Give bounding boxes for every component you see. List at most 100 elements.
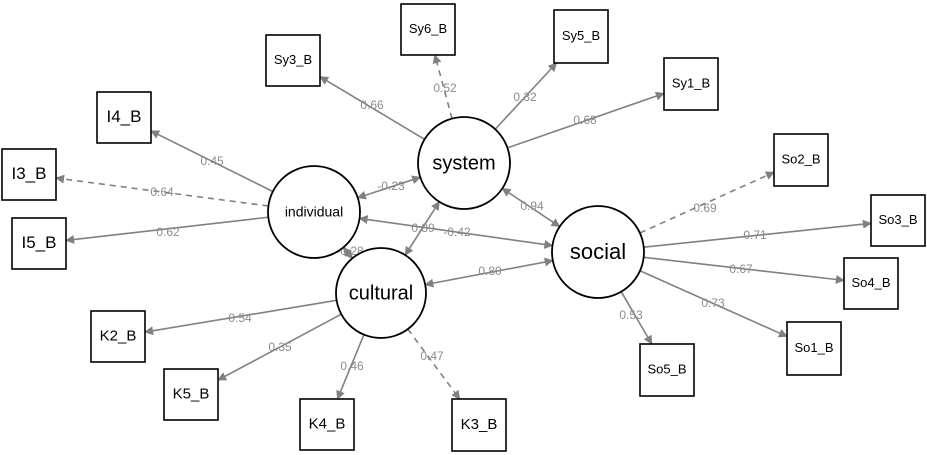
covariance-coefficient-system-cultural: 0.89 [411, 221, 435, 235]
indicator-box [843, 257, 899, 310]
latent-node-system: system [417, 116, 511, 210]
loading-arrow-individual-i5-b [65, 216, 269, 244]
loading-arrow-social-so5-b [620, 291, 653, 345]
indicator-node-i3-b: I3_B [1, 148, 57, 201]
indicator-node-sy5-b: Sy5_B [553, 9, 609, 64]
indicator-label: I5_B [22, 233, 57, 252]
indicator-label: So4_B [851, 275, 890, 290]
loading-coefficient-sy5-b: 0.32 [513, 90, 537, 104]
indicator-box [663, 57, 719, 111]
indicator-node-i5-b: I5_B [11, 217, 67, 270]
indicator-box [786, 321, 842, 376]
indicator-node-k4-b: K4_B [299, 398, 355, 451]
latent-label: individual [285, 204, 343, 220]
loading-coefficient-i3-b: 0.64 [150, 185, 174, 199]
loading-arrow-cultural-k3-b [407, 328, 461, 400]
indicator-box [11, 217, 67, 270]
latent-circle [551, 205, 645, 299]
indicator-label: K4_B [309, 415, 346, 432]
indicator-label: K3_B [461, 416, 498, 433]
loading-arrow-system-sy1-b [507, 91, 665, 149]
nodes-layer: Sy3_B Sy6_B Sy5_B Sy1_B I4_B I3_B I5_B So2_B So3… [1, 3, 926, 452]
covariance-coefficient-cultural-social: 0.80 [478, 264, 502, 278]
loading-coefficient-k3-b: 0.47 [420, 349, 444, 363]
latent-circle [267, 165, 361, 259]
indicator-label: K5_B [173, 385, 210, 402]
indicator-node-so4-b: So4_B [843, 257, 899, 310]
indicator-label: So3_B [878, 212, 917, 227]
indicator-label: I4_B [107, 107, 142, 126]
indicator-box [96, 91, 152, 144]
indicator-node-so1-b: So1_B [786, 321, 842, 376]
indicator-label: I3_B [12, 164, 47, 183]
covariance-coefficient-system-individual: -0.23 [377, 179, 405, 193]
indicator-node-so5-b: So5_B [639, 343, 695, 397]
loading-coefficient-sy6-b: 0.52 [433, 81, 457, 95]
indicator-label: Sy3_B [274, 52, 312, 67]
indicator-label: Sy6_B [409, 21, 447, 36]
coefficients-layer: 0.66 0.52 0.32 0.68 0.45 0.64 0.62 0.69 0.71 0.67… [150, 81, 767, 373]
loading-arrow-social-so3-b [643, 219, 872, 248]
covariance-arrow-system-individual [356, 175, 422, 200]
indicator-node-so2-b: So2_B [773, 133, 829, 187]
latent-circle [417, 116, 511, 210]
indicator-box [265, 34, 321, 87]
loading-coefficient-i5-b: 0.62 [156, 225, 180, 239]
indicator-node-sy6-b: Sy6_B [400, 3, 456, 56]
loading-coefficient-so3-b: 0.71 [743, 228, 767, 242]
indicator-label: So1_B [794, 340, 833, 355]
latent-label: cultural [349, 282, 413, 304]
covariance-arrow-individual-cultural [342, 246, 353, 260]
loading-arrow-cultural-k4-b [336, 334, 365, 400]
indicator-box [400, 3, 456, 56]
indicator-box [163, 368, 219, 421]
latent-node-social: social [551, 205, 645, 299]
indicator-label: Sy5_B [562, 28, 600, 43]
indicator-node-k5-b: K5_B [163, 368, 219, 421]
indicator-label: So5_B [647, 361, 686, 376]
indicator-box [299, 398, 355, 451]
indicator-label: So2_B [781, 151, 820, 166]
edges-layer [55, 54, 872, 400]
loading-arrow-social-so4-b [643, 256, 845, 284]
loading-coefficient-so2-b: 0.69 [693, 201, 717, 215]
loading-coefficient-k4-b: 0.46 [340, 359, 364, 373]
indicator-label: K2_B [100, 327, 137, 344]
loading-coefficient-sy3-b: 0.66 [360, 98, 384, 112]
covariance-coefficient-individual-social: -0.42 [443, 225, 471, 239]
indicator-box [1, 148, 57, 201]
loading-arrow-cultural-k2-b [144, 299, 337, 336]
latent-label: system [432, 152, 495, 174]
indicator-node-i4-b: I4_B [96, 91, 152, 144]
covariance-arrow-individual-social [358, 215, 554, 249]
loading-arrow-individual-i4-b [150, 130, 274, 193]
indicator-box [90, 310, 146, 363]
loading-arrow-social-so1-b [639, 270, 788, 338]
loading-coefficient-i4-b: 0.45 [200, 154, 224, 168]
indicator-node-sy3-b: Sy3_B [265, 34, 321, 87]
loading-coefficient-so4-b: 0.67 [729, 262, 753, 276]
indicator-box [451, 398, 507, 452]
indicator-node-sy1-b: Sy1_B [663, 57, 719, 111]
loading-coefficient-k2-b: 0.54 [228, 311, 252, 325]
covariance-coefficient-system-social: 0.94 [520, 199, 544, 213]
latent-circle [335, 247, 427, 339]
indicator-node-so3-b: So3_B [870, 194, 926, 247]
indicator-box [870, 194, 926, 247]
covariance-arrow-cultural-social [424, 257, 554, 288]
loading-arrow-system-sy5-b [494, 62, 558, 130]
latent-label: social [570, 239, 626, 264]
loading-arrow-social-so2-b [639, 171, 775, 234]
indicator-label: Sy1_B [672, 75, 710, 90]
indicator-node-k2-b: K2_B [90, 310, 146, 363]
loading-arrow-individual-i3-b [55, 174, 269, 207]
latent-node-cultural: cultural [335, 247, 427, 339]
loading-arrow-cultural-k5-b [217, 313, 342, 381]
indicator-box [553, 9, 609, 64]
indicator-box [639, 343, 695, 397]
indicator-node-k3-b: K3_B [451, 398, 507, 452]
loading-coefficient-sy1-b: 0.68 [573, 113, 597, 127]
loading-arrow-system-sy3-b [319, 75, 425, 141]
loading-coefficient-so5-b: 0.53 [619, 308, 643, 322]
